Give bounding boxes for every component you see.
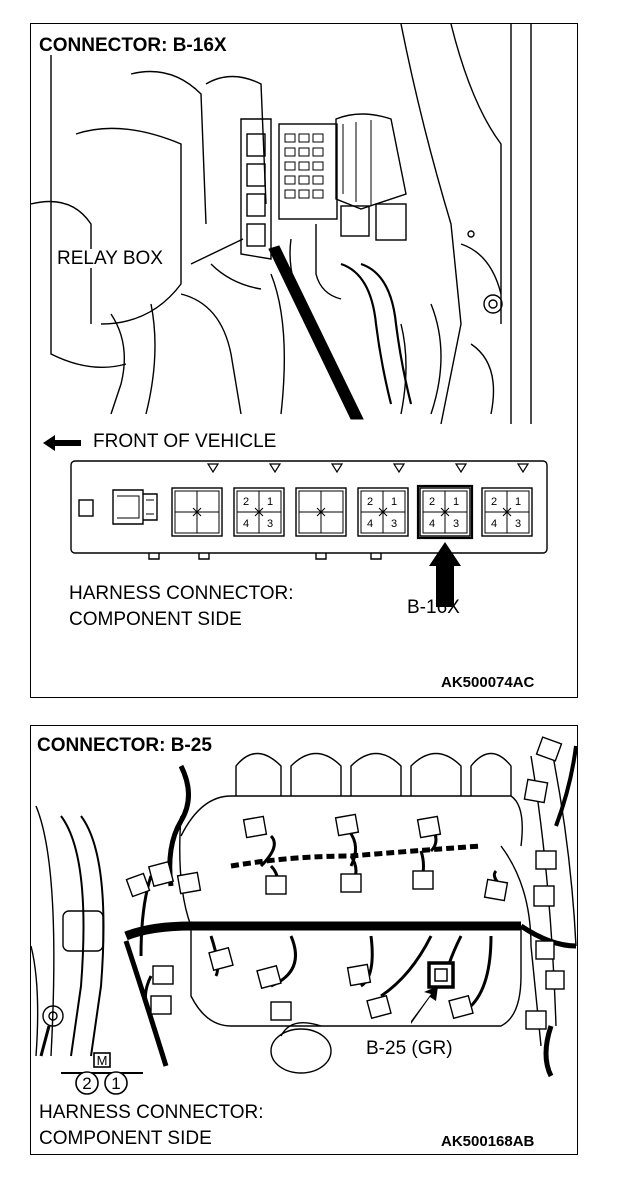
pin-number-label: 3: [391, 518, 397, 530]
pin-2-label: 2: [82, 1074, 91, 1093]
engine-harness-illustration: M 2 1: [31, 736, 578, 1095]
b16x-connector-label: B-16X: [407, 597, 460, 618]
socket-marker: [330, 463, 344, 474]
m-connector-symbol: M 2 1: [61, 1052, 143, 1095]
connector-title: CONNECTOR: B-25: [35, 735, 214, 756]
pin-number-label: 4: [243, 518, 249, 530]
b16x-pointer-arrow: [429, 542, 461, 607]
socket-marker: [268, 463, 282, 474]
socket-marker: [392, 463, 406, 474]
pin-number-label: 2: [491, 496, 497, 508]
pin-number-label: 1: [515, 496, 521, 508]
pin-number-label: 2: [243, 496, 249, 508]
pin-number-label: 1: [391, 496, 397, 508]
symbol-letter: M: [97, 1053, 108, 1068]
component-side-label: COMPONENT SIDE: [69, 609, 242, 630]
relay-box-label: RELAY BOX: [55, 248, 165, 269]
pin-number-label: 2: [429, 496, 435, 508]
pin-number-label: 4: [429, 518, 435, 530]
pin-number-label: 3: [515, 518, 521, 530]
socket-marker: [516, 463, 530, 474]
b25-connector-label: B-25 (GR): [366, 1038, 453, 1059]
harness-connector-label: HARNESS CONNECTOR:: [69, 583, 294, 604]
harness-connector-label: HARNESS CONNECTOR:: [39, 1102, 264, 1123]
figure-code: AK500168AB: [441, 1133, 535, 1150]
component-side-label: COMPONENT SIDE: [39, 1128, 212, 1149]
front-of-vehicle-label: FRONT OF VEHICLE: [93, 431, 277, 452]
pin-number-label: 1: [267, 496, 273, 508]
pin-number-label: 4: [491, 518, 497, 530]
figure-code: AK500074AC: [441, 674, 535, 691]
socket-marker: [206, 463, 220, 474]
socket-marker: [454, 463, 468, 474]
pin-number-label: 1: [453, 496, 459, 508]
engine-bay-illustration: 2 1 4 3 2 1 4 3 2 1 4 3 2 1 4 3: [31, 24, 548, 607]
connector-b25-panel: M 2 1 CONNECTOR: B-25 B-25 (GR) HARNESS …: [30, 725, 578, 1155]
pin-number-label: 4: [367, 518, 373, 530]
connector-title: CONNECTOR: B-16X: [37, 35, 229, 56]
pin-1-label: 1: [111, 1074, 120, 1093]
pin-number-label: 2: [367, 496, 373, 508]
connector-b16x-panel: 2 1 4 3 2 1 4 3 2 1 4 3 2 1 4 3 CONNECTOR: B-16X RELAY …: [30, 23, 578, 698]
pin-number-label: 3: [267, 518, 273, 530]
pin-number-label: 3: [453, 518, 459, 530]
